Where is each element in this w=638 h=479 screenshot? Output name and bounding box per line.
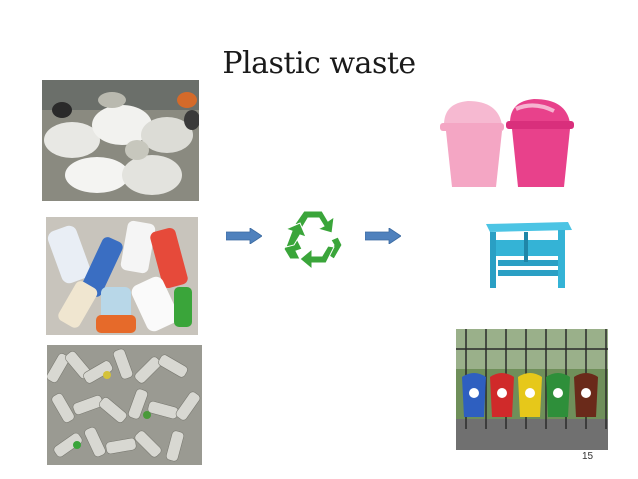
recycling-bins-image: [456, 329, 608, 450]
plastic-bottles-pile-image: [47, 345, 202, 465]
plastic-bottles-image: [46, 217, 198, 335]
pink-dustbins-image: [436, 95, 576, 195]
page-number: 15: [582, 451, 594, 462]
blue-stool-image: [484, 218, 572, 290]
recycle-icon: [282, 207, 344, 271]
arrow-right-icon: [364, 227, 402, 245]
plastic-bags-pile-image: [42, 80, 199, 201]
slide-title: Plastic waste: [222, 46, 416, 81]
arrow-right-icon: [225, 227, 263, 245]
